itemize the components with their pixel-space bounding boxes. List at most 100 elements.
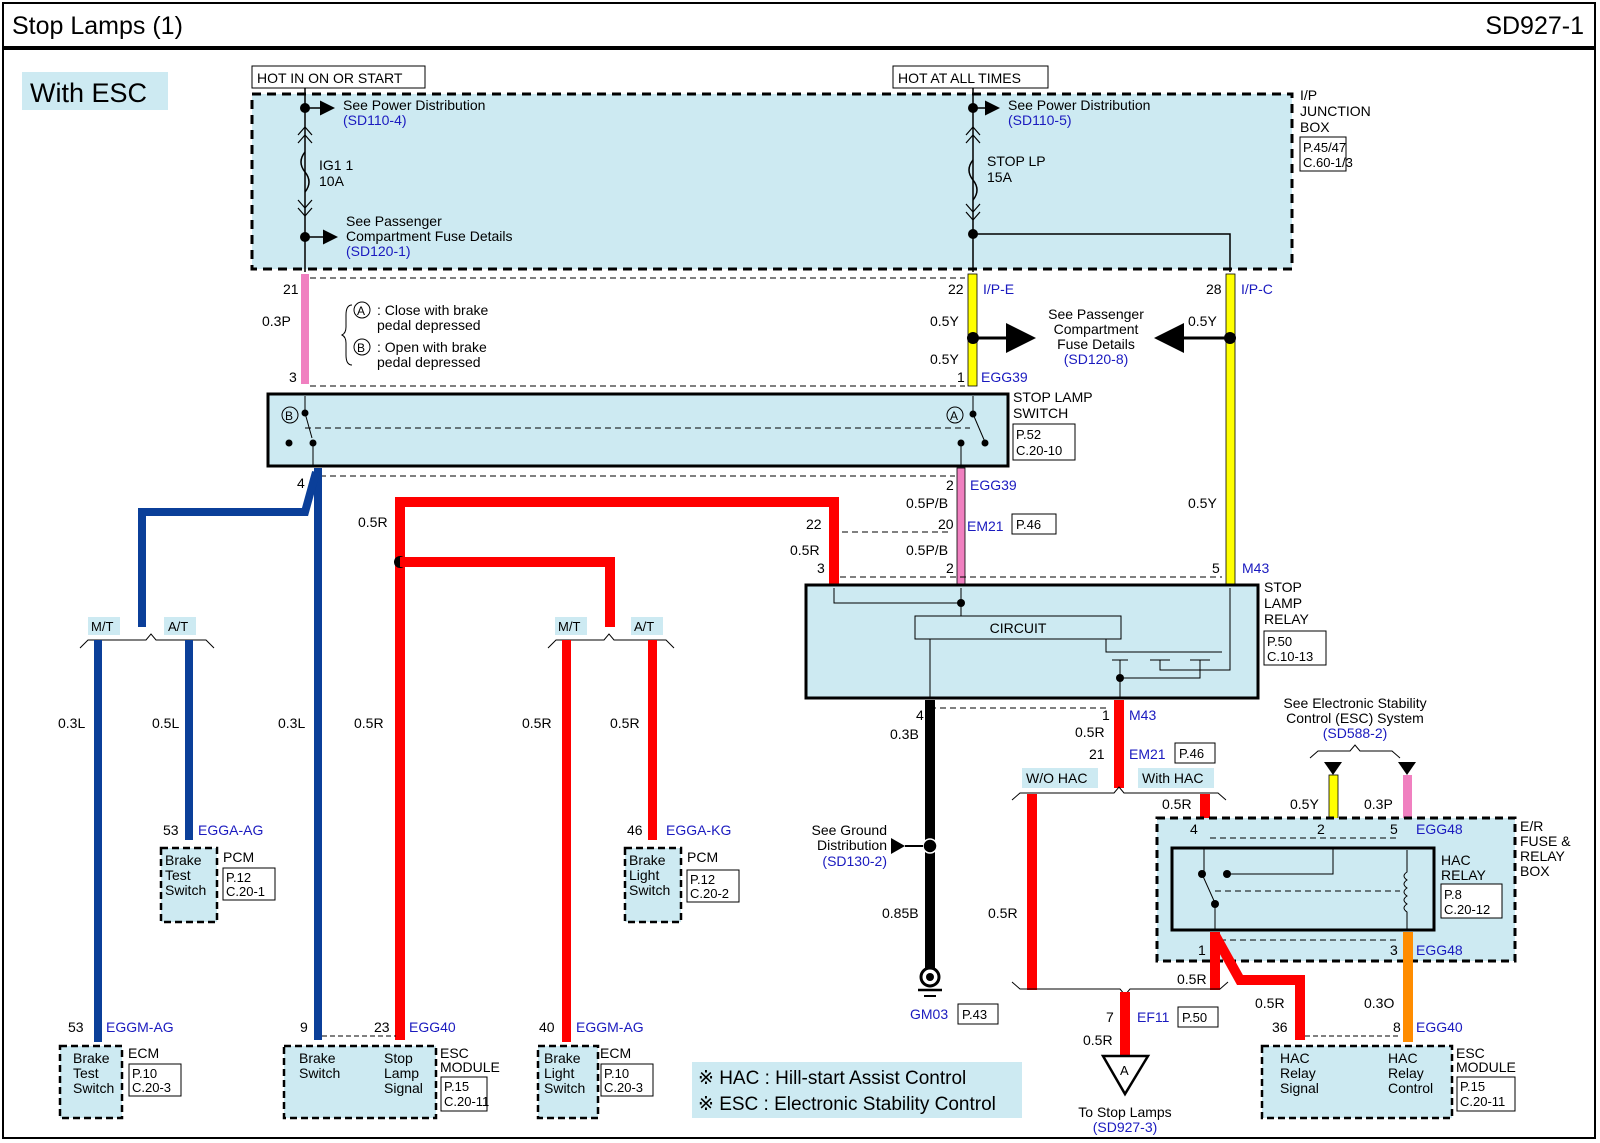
esc-ref-link[interactable]: (SD588-2) <box>1323 725 1388 741</box>
legend-a-text2: pedal depressed <box>377 317 481 333</box>
ecm-pin-text: Test <box>73 1065 99 1081</box>
see-power-link[interactable]: (SD110-5) <box>1008 112 1072 128</box>
ecm-brake-light-switch <box>536 1044 600 1120</box>
fuse-stop-lp-icon <box>968 159 978 201</box>
wire-blue-at[interactable] <box>185 640 193 840</box>
branch-mt: M/T <box>558 619 580 634</box>
esc2-pin-text: HAC <box>1280 1050 1310 1066</box>
fuse-amp: 10A <box>319 173 345 189</box>
switch-blade <box>972 413 986 443</box>
hac-ref-box <box>1440 883 1503 919</box>
wire-label: 0.3L <box>58 715 85 731</box>
relay-ref: P.50 <box>1267 634 1292 649</box>
esc-pin-text: Stop <box>384 1050 413 1066</box>
wire-pink-black[interactable] <box>956 467 966 587</box>
pcm-ref: P.12 <box>226 870 251 885</box>
ground-ref-text: Distribution <box>817 837 887 853</box>
wire-red-stop-signal[interactable] <box>395 497 839 1040</box>
relay-name: LAMP <box>1264 595 1302 611</box>
connector-id: EM21 <box>1129 746 1166 762</box>
jbox-label: BOX <box>1300 119 1330 135</box>
wire-label: 0.5R <box>1075 724 1105 740</box>
relay-name: RELAY <box>1264 611 1310 627</box>
fuse-name: STOP LP <box>987 153 1046 169</box>
wire-label: 0.3L <box>278 715 305 731</box>
ecm-ref: P.10 <box>604 1066 629 1081</box>
relay-name: STOP <box>1264 579 1302 595</box>
wire-yellow-22[interactable] <box>967 273 978 387</box>
hac-relay-box <box>1170 846 1436 932</box>
symbol-b: B <box>357 341 365 355</box>
wire-red-branch[interactable] <box>400 557 615 627</box>
wire-red-hac-signal[interactable] <box>1210 932 1305 1040</box>
wire-red-mt[interactable] <box>562 640 571 1042</box>
pin-label: 7 <box>1106 1009 1114 1025</box>
at-badge <box>164 617 196 635</box>
wire-yellow-28[interactable] <box>1225 273 1236 587</box>
esc2-name: MODULE <box>1456 1059 1516 1075</box>
ef11-ref-box <box>1177 1006 1219 1028</box>
wire-blue-mt[interactable] <box>94 640 102 1042</box>
switch-name: SWITCH <box>1013 405 1068 421</box>
ecm-ref-box <box>128 1063 182 1097</box>
fuse-ig1-icon <box>300 151 310 193</box>
pass-fuse-text: Fuse Details <box>1057 336 1135 352</box>
esc-module-box <box>282 1044 438 1120</box>
wire-blue-branch[interactable] <box>138 470 320 627</box>
pass-fuse-link[interactable]: (SD120-8) <box>1064 351 1129 367</box>
to-stop-lamps-link[interactable]: (SD927-3) <box>1093 1119 1158 1135</box>
pass-fuse-text: Compartment <box>1054 321 1139 337</box>
ground-id: GM03 <box>910 1006 948 1022</box>
wire-pink[interactable] <box>301 274 309 384</box>
note-esc: ※ ESC : Electronic Stability Control <box>698 1094 996 1115</box>
wire-red-wo-hac[interactable] <box>1027 794 1037 990</box>
connector-id: I/P-E <box>983 281 1014 297</box>
wire-red-m43[interactable] <box>1114 700 1124 788</box>
ground-splice <box>922 838 938 854</box>
pin-label: 8 <box>1393 1019 1401 1035</box>
branch-bracket <box>1309 744 1401 759</box>
wire-label: 0.5R <box>610 715 640 731</box>
pin-label: 1 <box>1102 707 1110 723</box>
er-box-name: E/R <box>1520 818 1543 834</box>
wire-label: 0.5L <box>152 715 179 731</box>
wire-label: 0.5Y <box>930 313 959 329</box>
wire-label: 0.5R <box>1255 995 1285 1011</box>
branch-bracket <box>1011 786 1227 801</box>
relay-ref-box <box>1263 630 1327 666</box>
connector-id: M43 <box>1129 707 1156 723</box>
ground-ref-link[interactable]: (SD130-2) <box>822 853 887 869</box>
off-page-symbol: A <box>1120 1063 1129 1078</box>
wire-red-ef11[interactable] <box>1120 992 1130 1058</box>
ground-ref-text: See Ground <box>812 822 888 838</box>
jbox-label: JUNCTION <box>1300 103 1371 119</box>
pcm-ref: P.12 <box>690 872 715 887</box>
ground-page: P.43 <box>962 1007 987 1022</box>
see-pass-link[interactable]: (SD120-1) <box>346 243 411 259</box>
pcm-pin-text: Test <box>165 867 191 883</box>
pcm-pin-text: Brake <box>629 852 666 868</box>
ecm-pin-text: Switch <box>544 1080 585 1096</box>
pin-label: 3 <box>289 369 297 385</box>
pcm-ref: C.20-1 <box>226 884 265 899</box>
pin-label: 5 <box>1212 560 1220 576</box>
relay-line <box>1227 848 1334 875</box>
wire-orange-hac-control[interactable] <box>1403 932 1413 1042</box>
wo-hac-badge <box>1022 768 1098 788</box>
off-page-triangle-icon <box>1100 1054 1151 1097</box>
ip-junction-box <box>250 92 1294 271</box>
pin-label: 22 <box>948 281 964 297</box>
esc2-pin-text: HAC <box>1388 1050 1418 1066</box>
em21-ref-box <box>1174 742 1216 764</box>
wire-label: 0.5R <box>354 715 384 731</box>
legend-a-text: : Close with brake <box>377 302 488 318</box>
wire-pink-hac[interactable] <box>1403 775 1412 845</box>
wire-red-at[interactable] <box>648 640 657 840</box>
connector-id: EM21 <box>967 518 1004 534</box>
circuit-label: CIRCUIT <box>990 620 1047 636</box>
see-power-link[interactable]: (SD110-4) <box>343 112 407 128</box>
connector-chevrons <box>965 126 981 221</box>
symbol-a-icon <box>946 406 964 424</box>
pcm-pin-text: Brake <box>165 852 202 868</box>
ecm-ref: P.10 <box>132 1066 157 1081</box>
